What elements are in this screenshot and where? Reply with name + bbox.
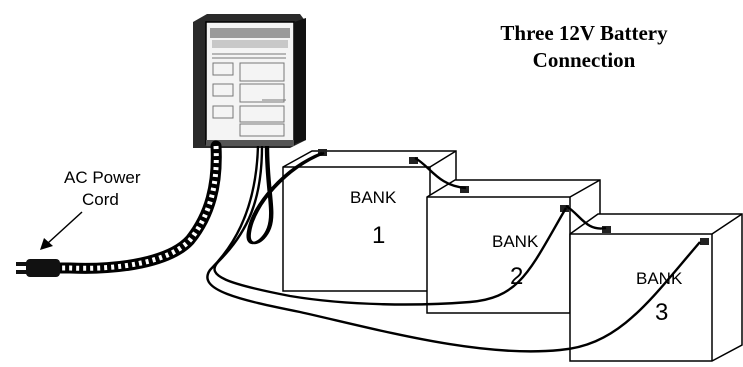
bank-3-number: 3: [655, 299, 668, 326]
bank-cables: [206, 145, 701, 353]
ac-power-cord-label: AC Power Cord: [40, 168, 141, 250]
arrow-icon: [47, 211, 83, 244]
bank-1-label: BANK: [350, 188, 397, 207]
ac-label-line-1: AC Power: [64, 168, 141, 187]
ac-label-line-2: Cord: [82, 190, 119, 209]
bank-2-number: 2: [510, 263, 523, 290]
ac-power-cord: [16, 140, 222, 277]
bank-3-label: BANK: [636, 269, 683, 288]
title-line-2: Connection: [532, 48, 636, 72]
battery-bank-3: BANK 3: [569, 213, 743, 362]
battery-charger-icon: [193, 14, 306, 148]
bank-1-number: 1: [372, 222, 385, 249]
bank-2-label: BANK: [492, 232, 539, 251]
title-line-1: Three 12V Battery: [500, 21, 668, 45]
diagram-title: Three 12V Battery Connection: [468, 20, 700, 74]
